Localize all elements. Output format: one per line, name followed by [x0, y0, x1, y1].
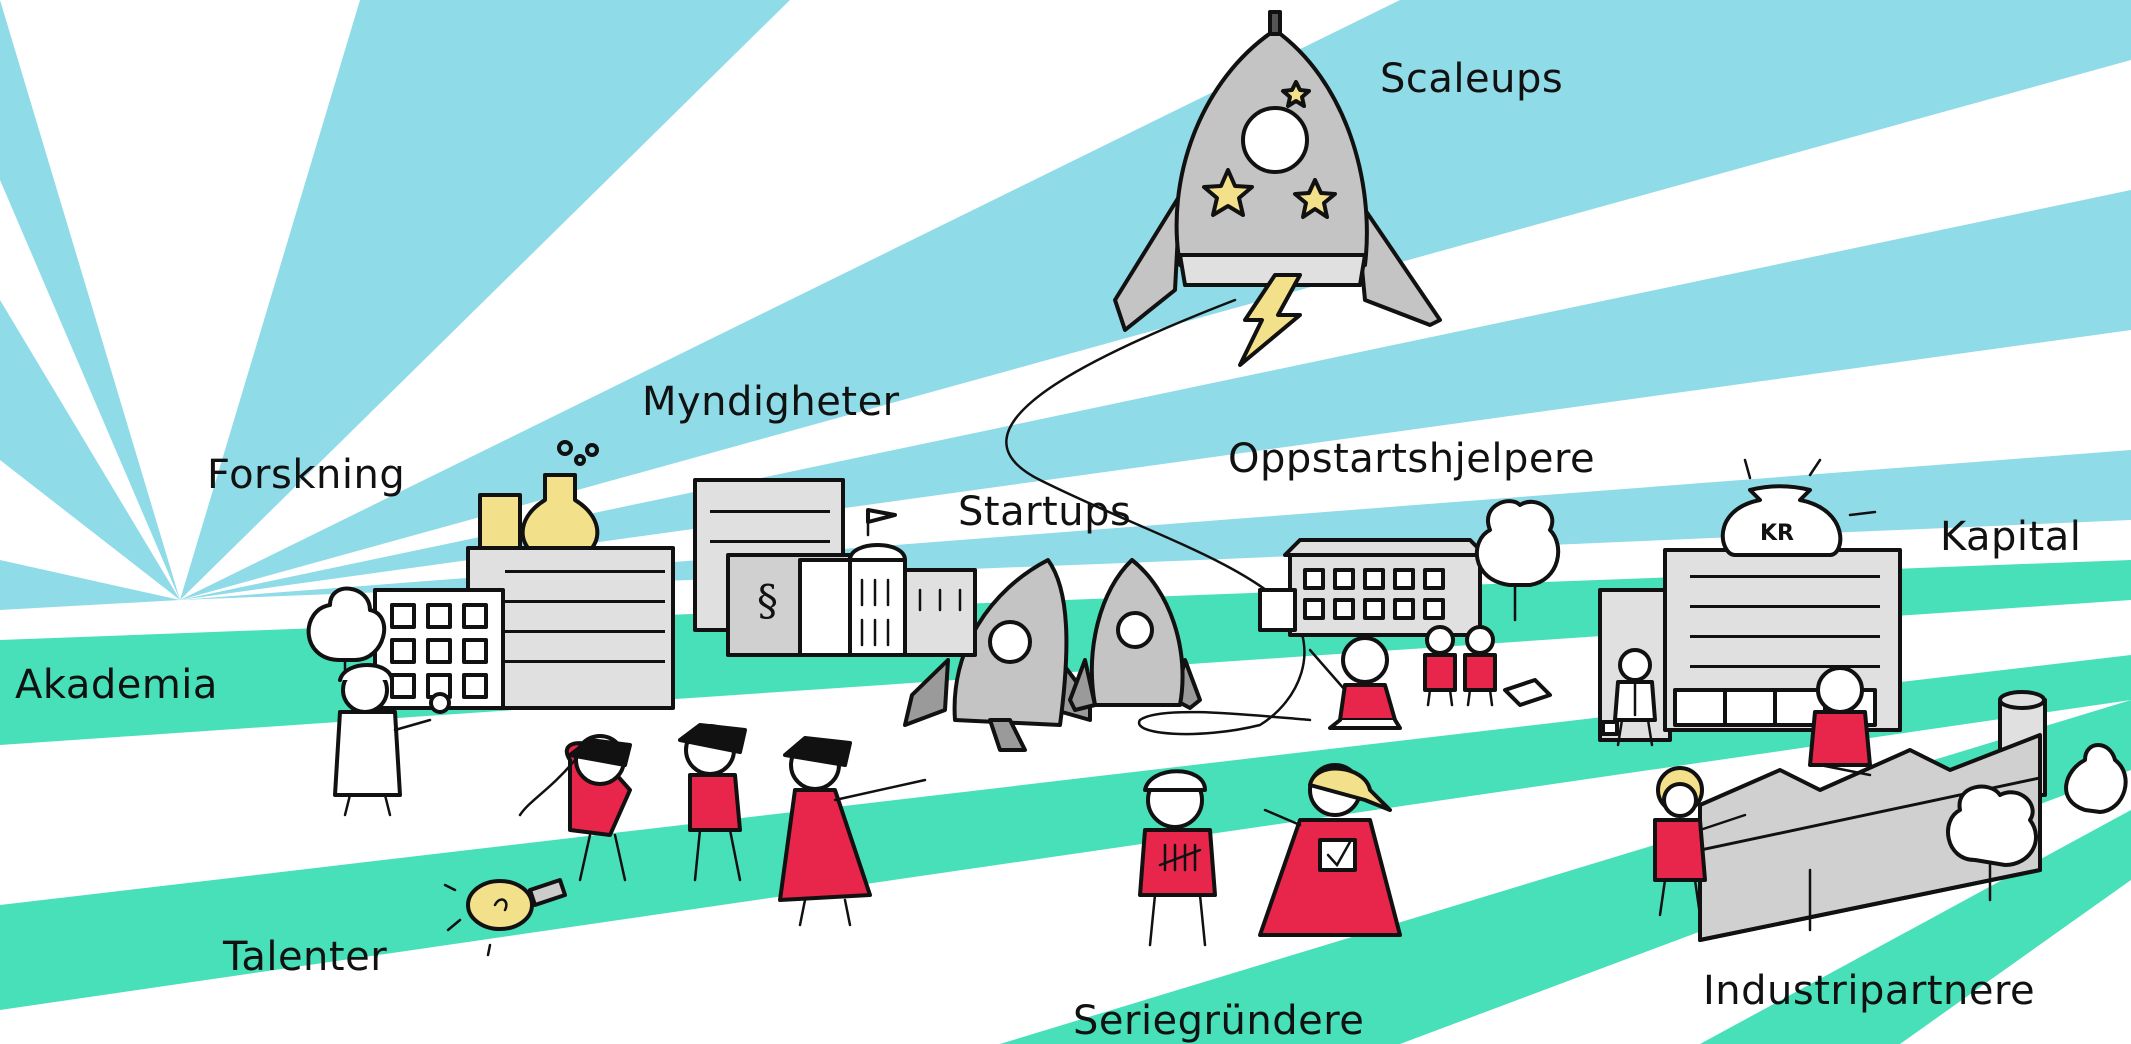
label-forskning: Forskning: [207, 452, 405, 498]
worker-figure: [1808, 666, 1872, 777]
tree-icon: [2064, 743, 2128, 814]
investor-figure: [1601, 648, 1657, 747]
label-scaleups: Scaleups: [1380, 56, 1563, 102]
research-buildings-icon: [373, 440, 675, 710]
tree-icon: [1946, 784, 2038, 902]
label-myndigheter: Myndigheter: [642, 379, 900, 425]
star-icon: [1202, 168, 1254, 217]
light-bulb-icon: [443, 878, 567, 957]
helper-figure: [1423, 625, 1457, 707]
scaleup-rocket-icon: [1113, 10, 1442, 367]
founder-figure: [1138, 769, 1217, 947]
helper-figure: [1463, 625, 1497, 707]
serial-founders-group: [1138, 763, 1402, 947]
flag-icon: [866, 508, 897, 524]
label-seriegrundere: Seriegründere: [1073, 998, 1364, 1044]
paragraph-symbol: §: [757, 576, 778, 625]
helper-figure: [1308, 636, 1402, 730]
helpers-group: [1308, 625, 1552, 730]
money-bag-icon: KR: [1720, 458, 1877, 557]
star-icon: [1293, 178, 1337, 219]
label-startups: Startups: [958, 489, 1131, 535]
students-group: [443, 723, 927, 957]
government-buildings-icon: §: [693, 478, 977, 657]
founder-figure: [1258, 763, 1402, 937]
star-icon: [1281, 80, 1311, 108]
student-figure: [518, 734, 632, 882]
label-industripartnere: Industripartnere: [1703, 968, 2035, 1014]
factory-icon: [1698, 690, 2047, 942]
industry-figures: [1653, 666, 1872, 917]
magnifier-icon: [429, 692, 451, 714]
tree-icon: [1475, 499, 1561, 622]
label-talenter: Talenter: [222, 934, 387, 980]
label-akademia: Akademia: [15, 662, 218, 708]
box-icon: [1503, 678, 1552, 707]
startup-rockets-icon: [903, 558, 1202, 752]
money-bag-label: KR: [1760, 521, 1794, 546]
incubator-building-icon: [1258, 538, 1487, 637]
student-figure: [678, 723, 747, 882]
worker-figure: [1653, 766, 1747, 917]
label-oppstartshjelpere: Oppstartshjelpere: [1228, 436, 1595, 482]
lightning-icon: [1238, 273, 1302, 367]
student-figure: [778, 736, 927, 927]
label-kapital: Kapital: [1940, 514, 2081, 560]
professor-figure: [333, 663, 451, 817]
